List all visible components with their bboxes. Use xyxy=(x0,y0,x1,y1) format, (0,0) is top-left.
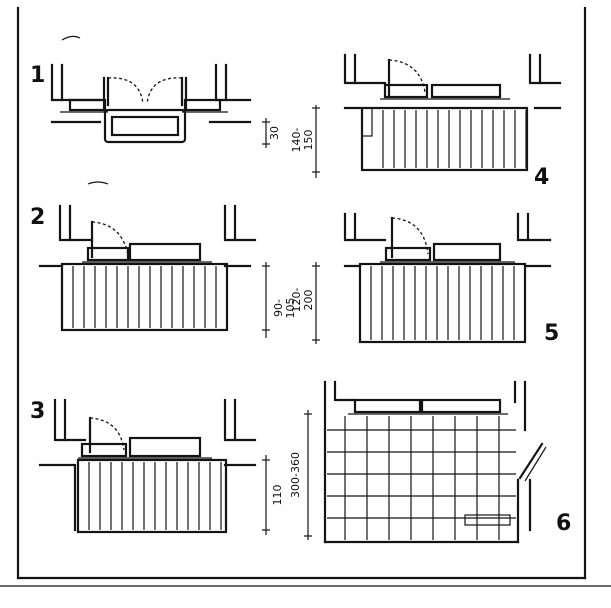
figure-5-balcony: 120- 200 5 xyxy=(290,212,559,346)
figure-3-balcony: 110 3 xyxy=(30,398,284,535)
figure-6-number: 6 xyxy=(556,511,571,536)
figure-3-number: 3 xyxy=(30,399,45,424)
sheet-frame xyxy=(0,6,611,587)
figure-2-dimension-line1: 90- xyxy=(272,299,285,317)
figure-3-floor-boards xyxy=(88,462,222,530)
figure-5-floor-boards xyxy=(370,266,515,340)
figure-6-floor-tiles xyxy=(327,416,516,540)
figure-2-number: 2 xyxy=(30,205,45,230)
figure-6-dimension: 300-360 xyxy=(289,452,302,498)
figure-5-dimension-line2: 200 xyxy=(302,290,315,311)
figure-2-floor-boards xyxy=(72,266,217,328)
figure-2-balcony: 90- 105 2 xyxy=(30,204,297,338)
figure-4-floor-boards xyxy=(382,110,527,168)
figure-4-dimension-line1: 140- xyxy=(290,127,303,152)
figure-6-loggia-tiled: 300-360 6 xyxy=(289,380,571,544)
figure-1-balcony-railing: 30 1 xyxy=(30,63,281,148)
figure-1-dimension: 30 xyxy=(268,126,281,140)
figure-3-dimension: 110 xyxy=(271,485,284,506)
figure-1-number: 1 xyxy=(30,63,45,88)
stray-mark xyxy=(87,181,109,185)
figure-2-dimension-line2: 105 xyxy=(284,298,297,319)
stray-mark xyxy=(61,35,81,41)
figure-4-balcony: 140- 150 4 xyxy=(290,53,562,190)
figure-4-dimension-line2: 150 xyxy=(302,130,315,151)
figure-4-number: 4 xyxy=(534,165,549,190)
figure-5-dimension-line1: 120- xyxy=(290,287,303,312)
figure-5-number: 5 xyxy=(544,321,559,346)
